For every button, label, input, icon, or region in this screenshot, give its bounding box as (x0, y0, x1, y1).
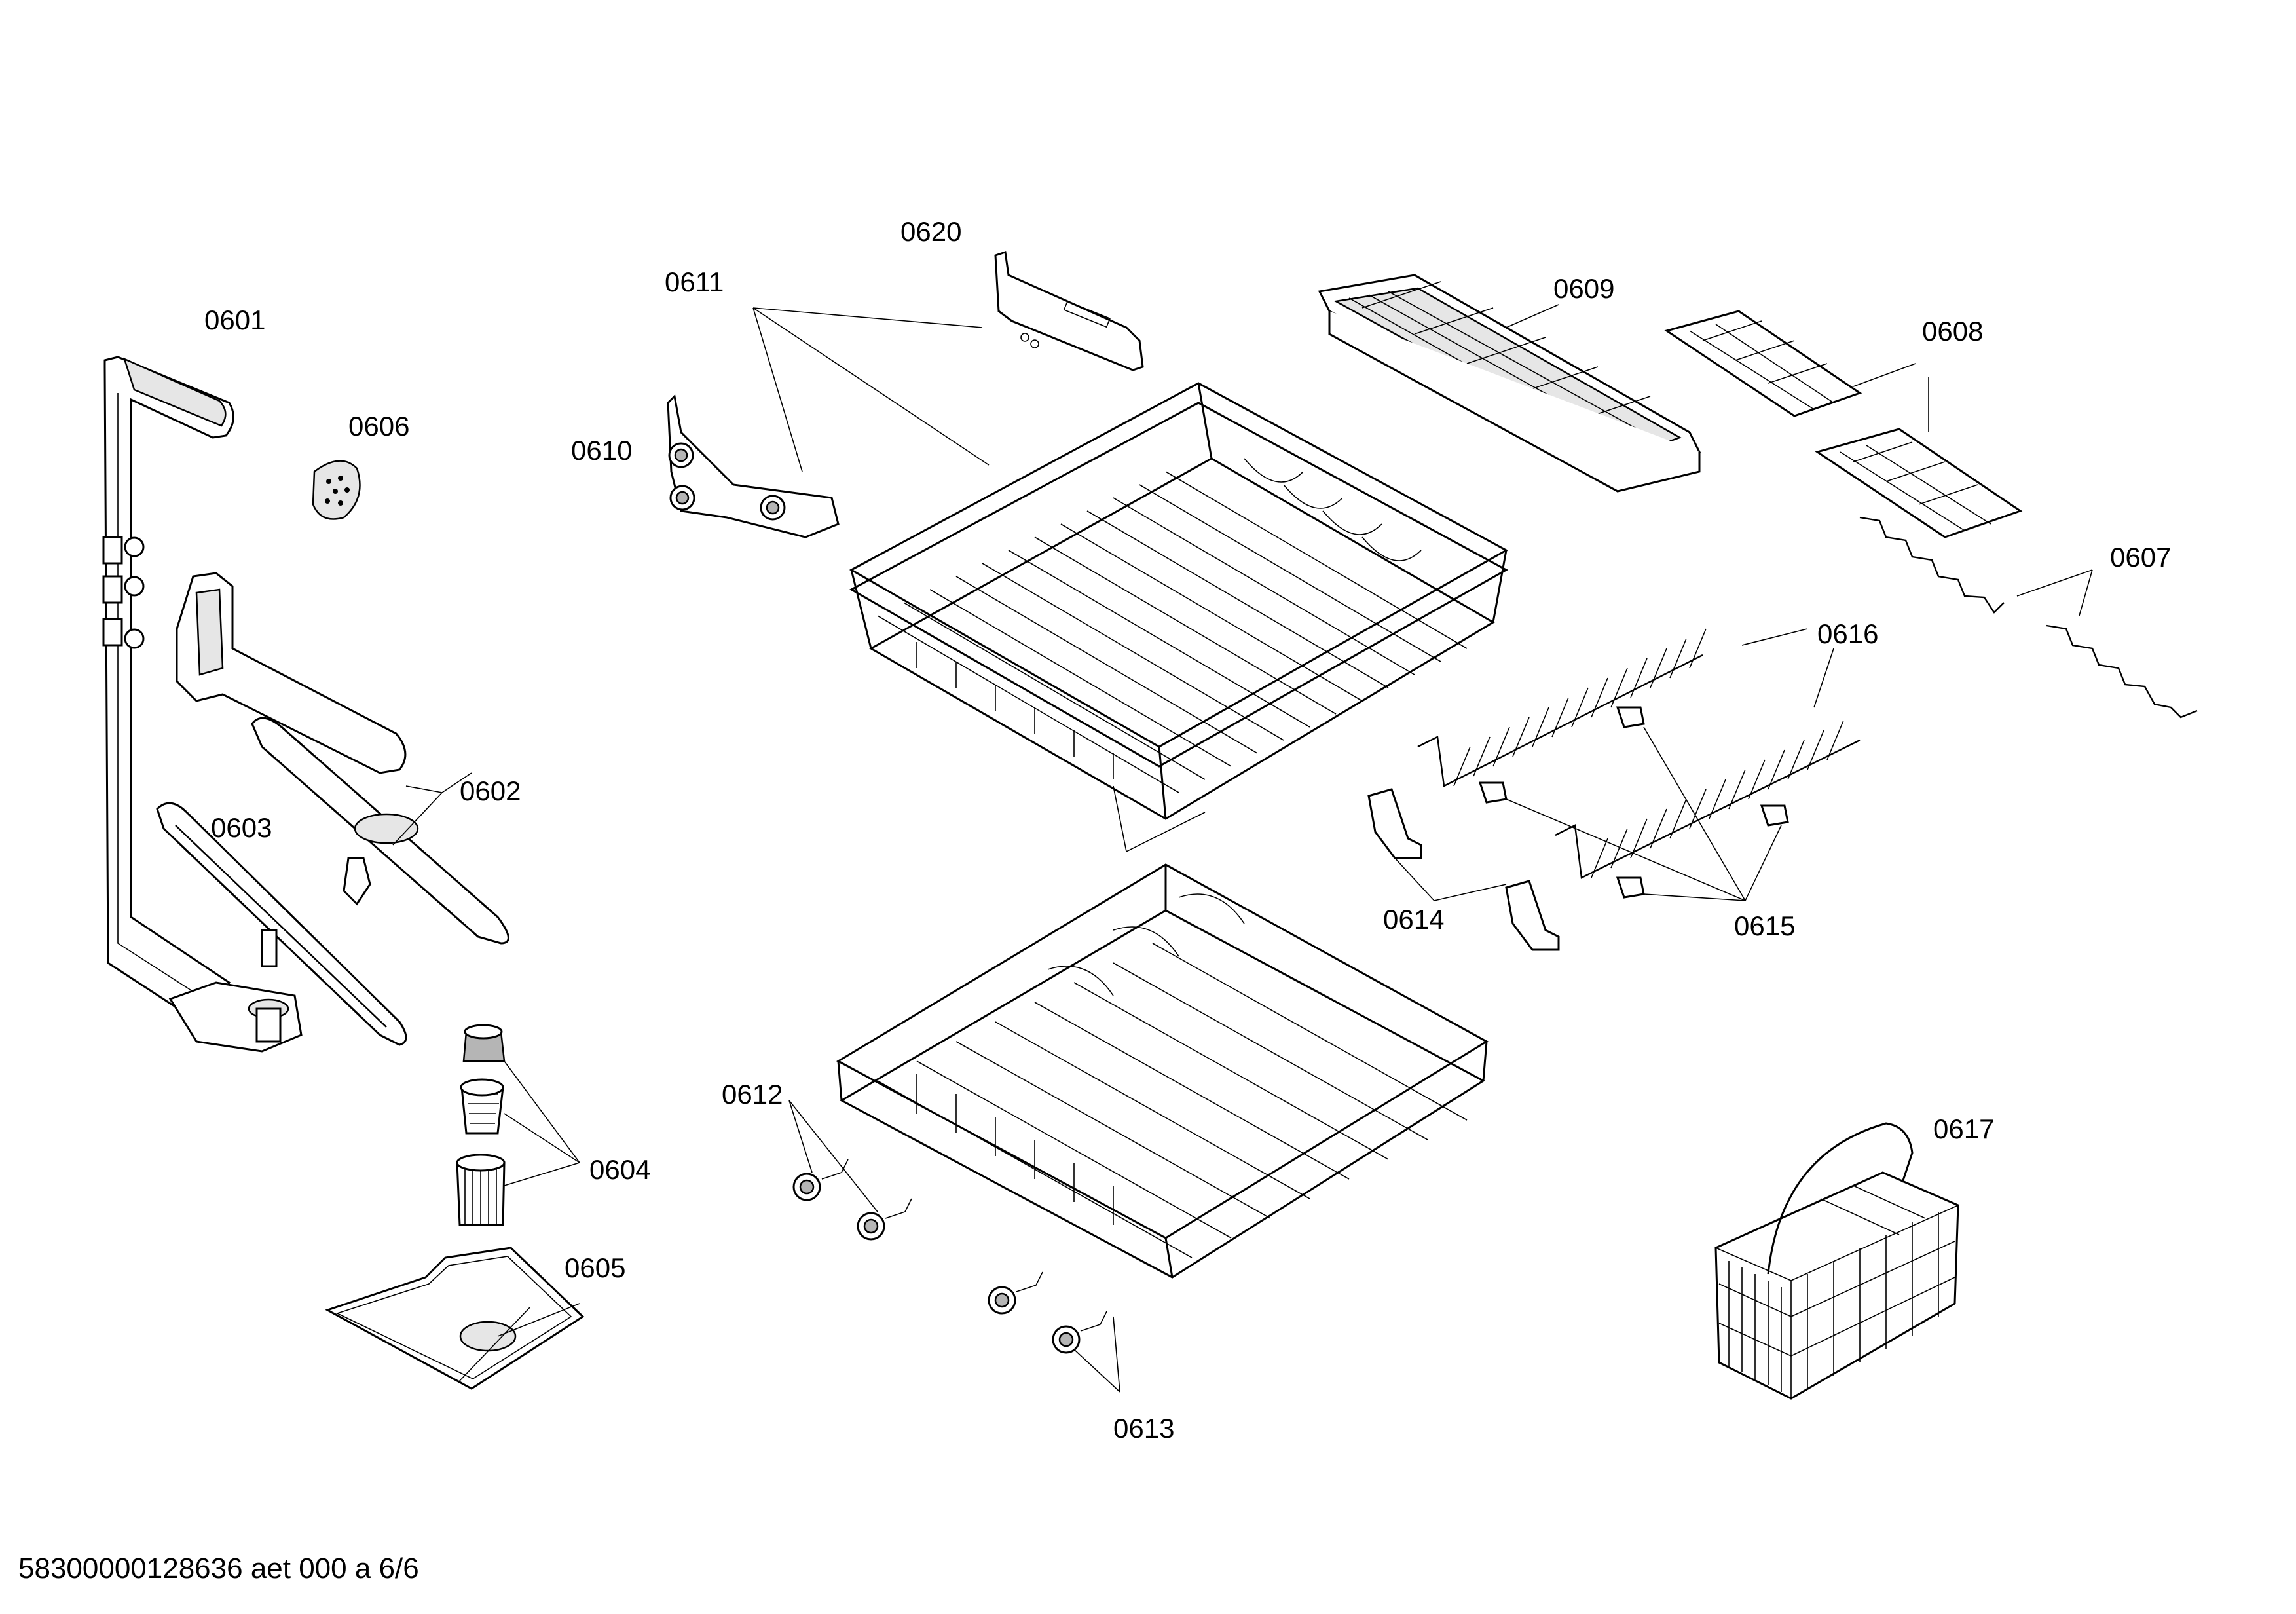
part-0605-filter-plate (325, 1247, 585, 1390)
part-0607-tine-strips (1859, 516, 2198, 719)
document-id-footer: 58300000128636 aet 000 a 6/6 (18, 1552, 419, 1585)
part-0617-cutlery-basket (1714, 1122, 1959, 1400)
part-0601-supply-pipe (102, 356, 303, 1053)
label-0614: 0614 (1383, 904, 1444, 935)
leader-lines (392, 304, 2093, 1393)
label-0609: 0609 (1553, 273, 1614, 304)
part-0610-rail-roller (667, 394, 840, 538)
label-0604: 0604 (589, 1154, 650, 1185)
label-0606: 0606 (348, 411, 409, 441)
part-0616-folding-tines (1417, 628, 1861, 879)
label-0613: 0613 (1113, 1413, 1174, 1444)
label-0603: 0603 (211, 812, 272, 843)
part-0608-shelf-inserts (1664, 310, 2023, 538)
part-0612-basket-wheels (792, 1159, 912, 1241)
label-0611: 0611 (665, 267, 724, 297)
label-0616: 0616 (1817, 618, 1878, 649)
label-0608: 0608 (1922, 316, 1983, 347)
upper-basket (849, 382, 1509, 853)
part-0603-lower-spray-arm (156, 802, 407, 1046)
part-0620-bracket (994, 251, 1144, 371)
label-0612: 0612 (722, 1079, 783, 1110)
label-0615: 0615 (1734, 910, 1795, 941)
label-0620: 0620 (900, 216, 961, 247)
part-0613-basket-wheels (988, 1271, 1107, 1354)
part-0606-spray-nozzle (312, 460, 361, 520)
lower-basket (836, 863, 1489, 1279)
part-0609-cutlery-tray (1318, 274, 1701, 493)
label-0610: 0610 (571, 435, 632, 466)
part-0614-tine-holders (1367, 788, 1560, 951)
label-0605: 0605 (565, 1252, 625, 1283)
part-0604-filter-set (456, 1024, 506, 1226)
label-0617: 0617 (1933, 1114, 1994, 1144)
label-0607: 0607 (2110, 542, 2171, 572)
part-labels: 0601 0606 0602 0603 0604 0605 0610 0611 … (204, 216, 2171, 1444)
label-0602: 0602 (460, 776, 521, 806)
label-0601: 0601 (204, 305, 265, 335)
part-0615-clips (1478, 706, 1789, 899)
